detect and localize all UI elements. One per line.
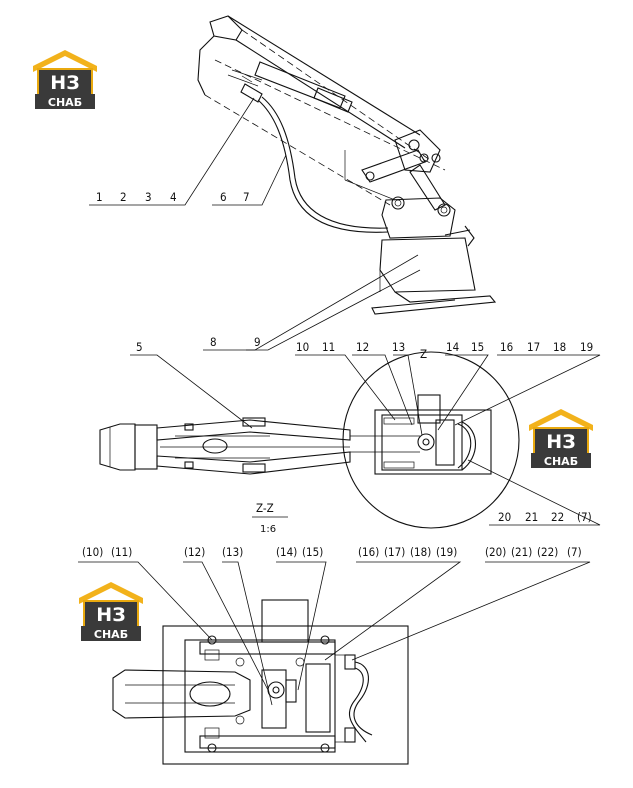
svg-text:НЗ: НЗ: [96, 604, 125, 626]
callout-17: 17: [527, 340, 540, 354]
callout-1: 1: [96, 190, 103, 204]
callout-7-ref: (7): [577, 510, 592, 524]
callout-13-ref: (13): [222, 545, 243, 559]
callout-19-ref: (19): [436, 545, 457, 559]
svg-text:СНАБ: СНАБ: [544, 455, 578, 468]
callout-14-ref: (14): [276, 545, 297, 559]
svg-text:НЗ: НЗ: [546, 431, 575, 453]
nz-snab-logo: НЗ СНАБ: [33, 50, 97, 109]
callout-7: 7: [243, 190, 250, 204]
callout-11: 11: [322, 340, 335, 354]
nz-snab-logo: НЗ СНАБ: [79, 582, 143, 641]
plan-view-callouts: 5 10 11 12 13 Z 14 15 16 17 18 19 20 21 …: [130, 340, 601, 526]
callout-8: 8: [210, 335, 217, 349]
section-z-z-view: [112, 599, 409, 765]
callout-21-ref: (21): [511, 545, 532, 559]
callout-20-ref: (20): [485, 545, 506, 559]
callout-z: Z: [420, 347, 427, 361]
callout-12: 12: [356, 340, 369, 354]
callout-22-ref: (22): [537, 545, 558, 559]
callout-16: 16: [500, 340, 513, 354]
section-title-block: Z-Z 1:6: [252, 501, 288, 535]
callout-6: 6: [220, 190, 227, 204]
side-view-boom-assembly: [197, 15, 497, 315]
callout-11-ref: (11): [111, 545, 132, 559]
callout-13: 13: [392, 340, 405, 354]
callout-12-ref: (12): [184, 545, 205, 559]
plan-view-arm: [99, 351, 520, 529]
section-callouts: (10) (11) (12) (13) (14) (15) (16) (17) …: [78, 545, 591, 706]
callout-10-ref: (10): [82, 545, 103, 559]
callout-20: 20: [498, 510, 511, 524]
callout-7-section: (7): [567, 545, 582, 559]
callout-21: 21: [525, 510, 538, 524]
callout-18: 18: [553, 340, 566, 354]
section-title: Z-Z: [256, 501, 274, 515]
callout-15-ref: (15): [302, 545, 323, 559]
section-scale: 1:6: [260, 524, 276, 535]
callout-3: 3: [145, 190, 152, 204]
callout-2: 2: [120, 190, 127, 204]
callout-14: 14: [446, 340, 459, 354]
callout-5: 5: [136, 340, 143, 354]
callout-19: 19: [580, 340, 593, 354]
svg-text:СНАБ: СНАБ: [48, 96, 82, 109]
callout-17-ref: (17): [384, 545, 405, 559]
callout-16-ref: (16): [358, 545, 379, 559]
callout-4: 4: [170, 190, 177, 204]
svg-text:СНАБ: СНАБ: [94, 628, 128, 641]
nz-snab-logo: НЗ СНАБ: [529, 409, 593, 468]
callout-9: 9: [254, 335, 261, 349]
callout-18-ref: (18): [410, 545, 431, 559]
svg-text:НЗ: НЗ: [50, 72, 79, 94]
side-view-callouts: 1 2 3 4 6 7 8 9: [89, 97, 421, 351]
callout-15: 15: [471, 340, 484, 354]
callout-10: 10: [296, 340, 309, 354]
callout-22: 22: [551, 510, 564, 524]
